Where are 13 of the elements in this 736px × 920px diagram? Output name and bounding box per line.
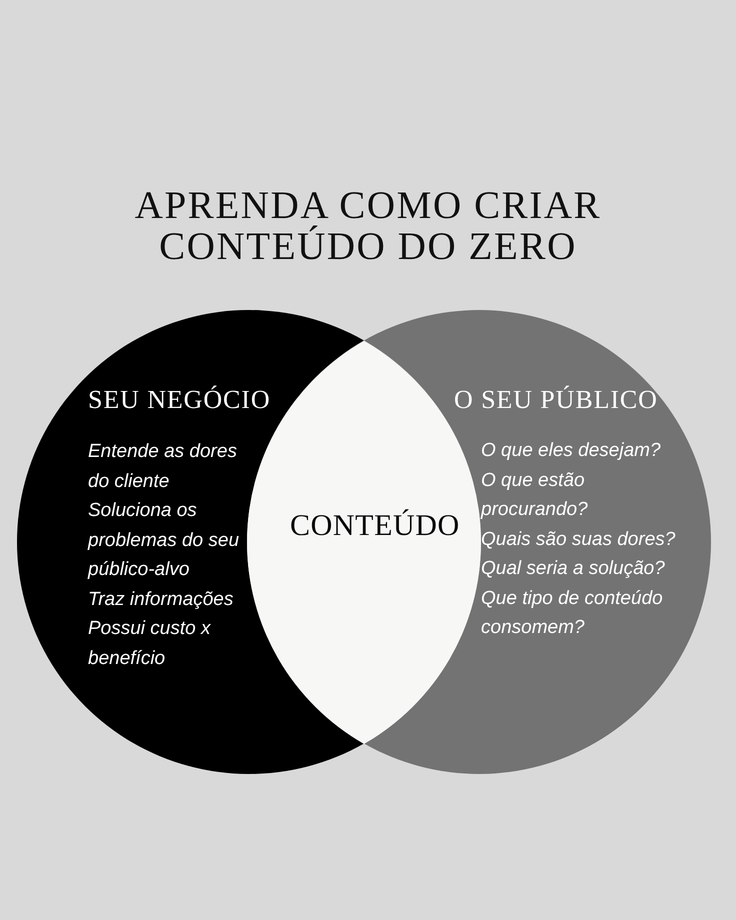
section-heading: SEU NEGÓCIO [88, 385, 271, 415]
list-item: Entende as dores do cliente [88, 440, 238, 494]
list-item: O que estão procurando? [481, 468, 589, 522]
list-item: Soluciona os problemas do seu público-alvo [88, 499, 240, 582]
list-item: O que eles desejam? [481, 439, 662, 463]
section-heading: O SEU PÚBLICO [454, 385, 658, 415]
section-heading: CONTEÚDO [290, 508, 460, 543]
list-item: Traz informações [88, 588, 234, 612]
list-item: Qual seria a solução? [481, 557, 666, 581]
list-item: Que tipo de conteúdo consomem? [481, 586, 664, 640]
list-item: Quais são suas dores? [481, 528, 676, 552]
list-item: Possui custo x benefício [88, 617, 212, 670]
title: APRENDA COMO CRIAR CONTEÚDO DO ZERO [134, 185, 602, 267]
